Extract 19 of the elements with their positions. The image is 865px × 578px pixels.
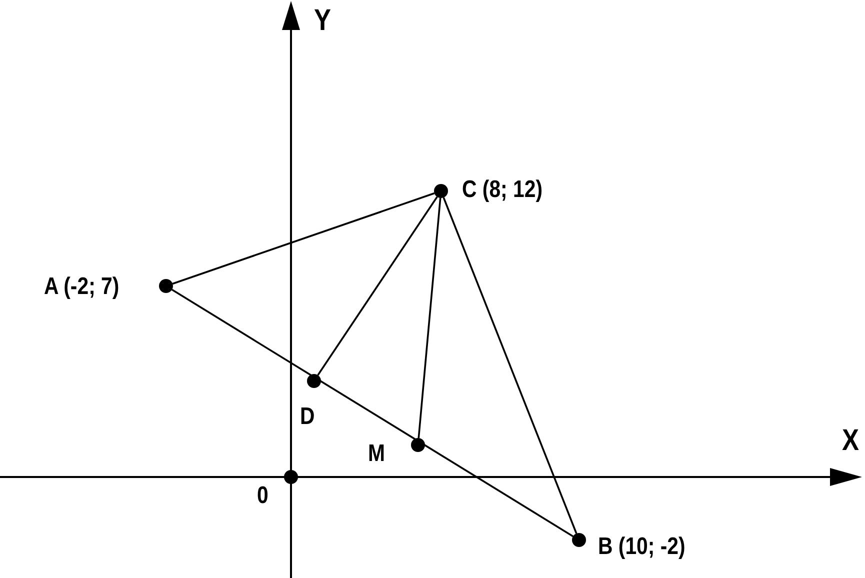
line-segment [418,198,442,438]
point-dot [307,374,321,388]
point-dot [411,438,425,452]
point-dot [159,279,173,293]
axis-label: Y [314,4,332,38]
line-segment [172,288,574,538]
point-dot [284,470,298,484]
line-segment [317,196,438,376]
point-label: D [300,403,315,431]
point-label: A (-2; 7) [44,273,120,301]
point-label: C (8; 12) [462,176,542,204]
line-segment [442,197,578,534]
point-label: M [368,440,385,468]
point-label: B (10; -2) [598,533,686,561]
line-segment [172,192,435,285]
point-dot [572,533,586,547]
axis-label: X [842,424,860,458]
point-label: 0 [257,482,268,510]
point-dot [434,184,448,198]
